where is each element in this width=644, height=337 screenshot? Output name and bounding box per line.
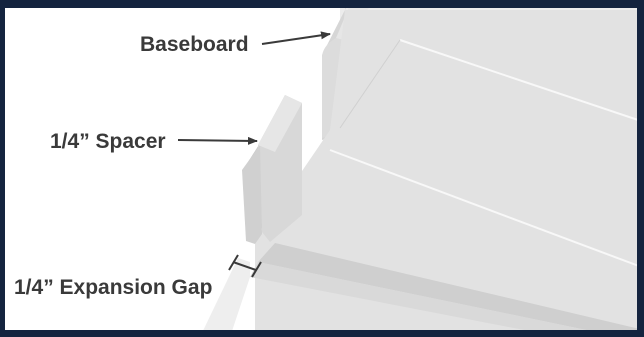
plank-seam [329,149,644,269]
border-bottom [0,330,644,337]
expansion-gap-label: 1/4” Expansion Gap [14,276,212,299]
plank-seam [399,39,644,123]
baseboard-label: Baseboard [140,33,249,56]
expansion-gap-marker [228,254,262,278]
board-edge [200,243,644,337]
border-top [0,0,644,8]
spacer-arrow [177,136,258,145]
baseboard-arrow [261,31,331,45]
border-left [0,0,5,337]
border-right [637,0,644,337]
flooring [255,10,644,337]
spacer-label: 1/4” Spacer [50,130,166,153]
spacer-block [242,95,302,244]
plank-seam [339,39,401,129]
